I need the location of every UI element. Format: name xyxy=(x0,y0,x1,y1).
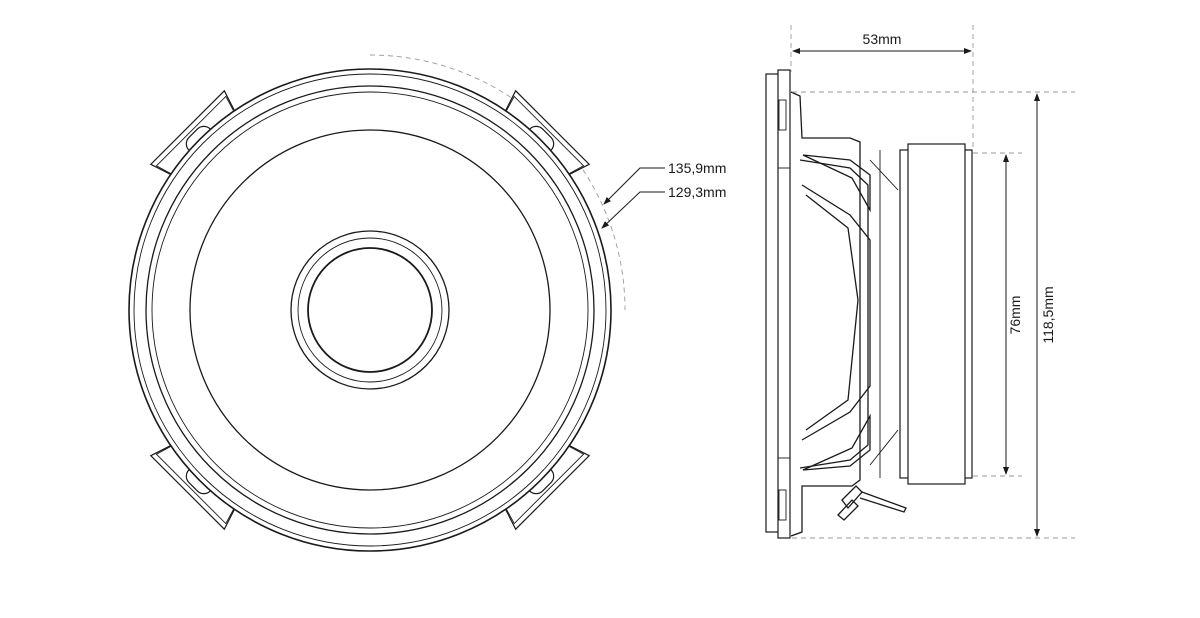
cone xyxy=(189,129,551,491)
diameter-callouts: 135,9mm 129,3mm xyxy=(601,160,726,229)
dust-cap-outer xyxy=(290,230,450,390)
frame-outer-ring xyxy=(128,68,612,552)
outer-diameter-label: 135,9mm xyxy=(668,160,726,176)
cutout-diameter-label: 129,3mm xyxy=(668,184,726,200)
side-dimensions: 53mm 118,5mm 76mm xyxy=(790,25,1075,539)
dust-cap xyxy=(307,247,433,373)
height-label: 118,5mm xyxy=(1040,286,1056,343)
front-view xyxy=(128,54,626,552)
surround-ring xyxy=(145,85,595,535)
magnet-diameter-label: 76mm xyxy=(1007,296,1023,335)
depth-label: 53mm xyxy=(863,31,902,47)
side-view xyxy=(765,69,973,539)
